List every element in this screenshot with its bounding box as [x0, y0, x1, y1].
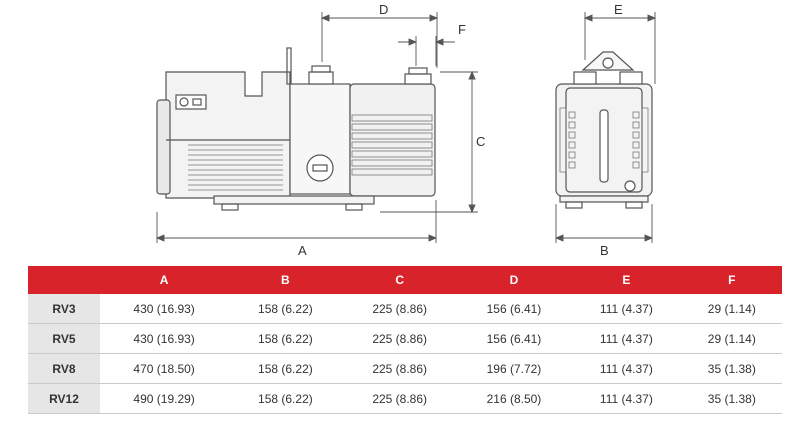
table-row: RV3 430 (16.93) 158 (6.22) 225 (8.86) 15… — [28, 294, 782, 324]
table-cell: 156 (6.41) — [456, 323, 572, 354]
dimension-label-b: B — [600, 243, 609, 258]
table-header-row: A B C D E F — [28, 266, 782, 294]
table-cell: 29 (1.14) — [681, 294, 782, 324]
table-cell: 158 (6.22) — [228, 383, 343, 414]
column-header: F — [681, 266, 782, 294]
table-cell: 156 (6.41) — [456, 294, 572, 324]
row-model-label: RV8 — [28, 353, 100, 384]
row-model-label: RV3 — [28, 294, 100, 324]
table-cell: 111 (4.37) — [571, 383, 682, 414]
table-cell: 430 (16.93) — [100, 323, 229, 354]
column-header: E — [571, 266, 682, 294]
table-cell: 35 (1.38) — [681, 353, 782, 384]
table-header-corner — [28, 266, 100, 294]
row-model-label: RV12 — [28, 383, 100, 414]
table-cell: 216 (8.50) — [456, 383, 572, 414]
column-header: C — [342, 266, 457, 294]
table-cell: 470 (18.50) — [100, 353, 229, 384]
column-header: A — [100, 266, 229, 294]
pump-dimension-drawing: A B C D E F — [155, 2, 657, 258]
table-cell: 225 (8.86) — [342, 383, 457, 414]
table-cell: 35 (1.38) — [681, 383, 782, 414]
dimensions-table: A B C D E F RV3 430 (16.93) 158 (6.22) 2… — [28, 266, 782, 414]
table-cell: 225 (8.86) — [342, 353, 457, 384]
table-cell: 158 (6.22) — [228, 294, 343, 324]
table-cell: 490 (19.29) — [100, 383, 229, 414]
dimension-label-c: C — [476, 134, 485, 149]
pump-front-view — [555, 51, 653, 209]
dimension-label-d: D — [379, 2, 388, 17]
row-model-label: RV5 — [28, 323, 100, 354]
column-header: B — [228, 266, 343, 294]
table-row: RV5 430 (16.93) 158 (6.22) 225 (8.86) 15… — [28, 323, 782, 354]
table-row: RV8 470 (18.50) 158 (6.22) 225 (8.86) 19… — [28, 353, 782, 384]
table-cell: 225 (8.86) — [342, 294, 457, 324]
dimension-label-a: A — [298, 243, 307, 258]
table-cell: 111 (4.37) — [571, 294, 682, 324]
table-cell: 111 (4.37) — [571, 353, 682, 384]
table-cell: 196 (7.72) — [456, 353, 572, 384]
table-cell: 158 (6.22) — [228, 353, 343, 384]
dimension-label-f: F — [458, 22, 466, 37]
table-cell: 158 (6.22) — [228, 323, 343, 354]
dimension-lines — [155, 12, 657, 243]
table-cell: 430 (16.93) — [100, 294, 229, 324]
pump-side-view — [156, 47, 436, 211]
column-header: D — [456, 266, 572, 294]
table-row: RV12 490 (19.29) 158 (6.22) 225 (8.86) 2… — [28, 383, 782, 414]
dimension-label-e: E — [614, 2, 623, 17]
table-cell: 29 (1.14) — [681, 323, 782, 354]
table-cell: 111 (4.37) — [571, 323, 682, 354]
table-cell: 225 (8.86) — [342, 323, 457, 354]
